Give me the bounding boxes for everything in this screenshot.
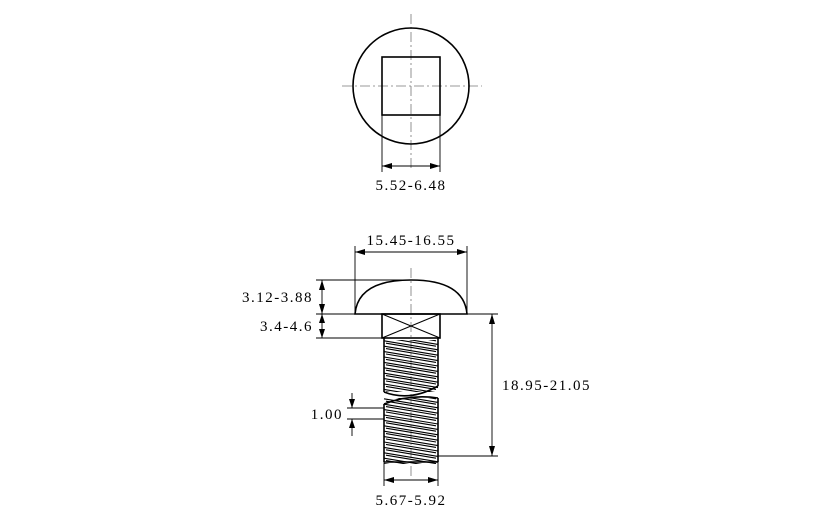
thread-lines-upper <box>383 340 439 392</box>
arrow-icon <box>355 249 365 255</box>
break-line-lower <box>383 396 439 405</box>
thread-line <box>383 425 439 436</box>
thread-line <box>383 414 439 425</box>
thread-line <box>385 375 437 385</box>
neck-diagonal-2 <box>381 313 441 339</box>
thread-line <box>385 385 423 392</box>
thread-line <box>383 372 439 383</box>
arrow-icon <box>319 329 325 338</box>
arrow-icon <box>349 399 355 408</box>
thread-line <box>385 358 437 369</box>
thread-line <box>383 361 439 372</box>
thread-line <box>383 345 439 356</box>
thread-line <box>383 383 436 392</box>
thread-line <box>383 340 439 351</box>
thread-line <box>385 364 437 374</box>
thread-line <box>383 388 403 392</box>
square-width-label: 5.52-6.48 <box>376 178 447 194</box>
square-neck-outline <box>381 56 441 116</box>
thread-line <box>383 378 439 389</box>
arrow-icon <box>428 477 438 483</box>
arrow-icon <box>457 249 467 255</box>
thread-line <box>385 438 437 448</box>
head-outline-circle <box>352 27 470 145</box>
thread-line <box>383 446 439 457</box>
thread-line <box>383 409 439 420</box>
thread-line <box>383 430 439 441</box>
body-length-label: 18.95-21.05 <box>502 378 591 394</box>
thread-line <box>395 340 437 347</box>
arrow-icon <box>319 314 325 323</box>
thread-pitch-label: 1.00 <box>311 407 343 423</box>
thread-line <box>385 353 437 363</box>
thread-line <box>385 416 437 427</box>
thread-line <box>385 342 437 353</box>
thread-line <box>385 422 437 432</box>
thread-line <box>385 400 437 411</box>
thread-line <box>385 427 437 438</box>
thread-line <box>383 356 439 367</box>
thread-line <box>385 433 437 443</box>
break-line-upper <box>383 385 439 397</box>
thread-line <box>385 369 437 380</box>
arrow-icon <box>319 280 325 290</box>
thread-line <box>408 340 439 345</box>
neck-height-label: 3.4-4.6 <box>260 319 313 335</box>
dome-head-outline <box>354 279 468 315</box>
thread-diameter-label: 5.67-5.92 <box>376 493 447 509</box>
thread-line <box>385 380 437 390</box>
arrow-icon <box>382 163 392 169</box>
arrow-icon <box>489 314 495 324</box>
thread-line <box>395 398 437 405</box>
arrow-icon <box>349 419 355 428</box>
thread-line <box>408 398 439 403</box>
square-neck-side <box>381 313 441 339</box>
thread-line <box>383 436 439 447</box>
thread-line <box>385 348 437 358</box>
thread-line <box>383 419 439 430</box>
thread-line <box>385 406 437 416</box>
arrow-icon <box>384 477 394 483</box>
thread-line <box>383 403 439 414</box>
arrow-icon <box>319 304 325 314</box>
thread-line <box>385 411 437 421</box>
thread-lower-section <box>383 396 439 464</box>
thread-line <box>383 452 439 463</box>
head-diameter-label: 15.45-16.55 <box>367 233 456 249</box>
thread-line <box>385 443 437 454</box>
thread-line <box>383 441 439 452</box>
side-view: 15.45-16.55 3.12-3.88 3.4-4.6 1.00 18.95… <box>242 233 591 509</box>
thread-line <box>385 449 437 459</box>
top-view: 5.52-6.48 <box>342 14 482 194</box>
head-height-label: 3.12-3.88 <box>242 290 313 306</box>
arrow-icon <box>430 163 440 169</box>
thread-upper-section <box>383 338 439 397</box>
thread-line <box>383 398 439 409</box>
arrow-icon <box>489 446 495 456</box>
thread-line <box>383 351 439 362</box>
thread-line <box>383 367 439 378</box>
